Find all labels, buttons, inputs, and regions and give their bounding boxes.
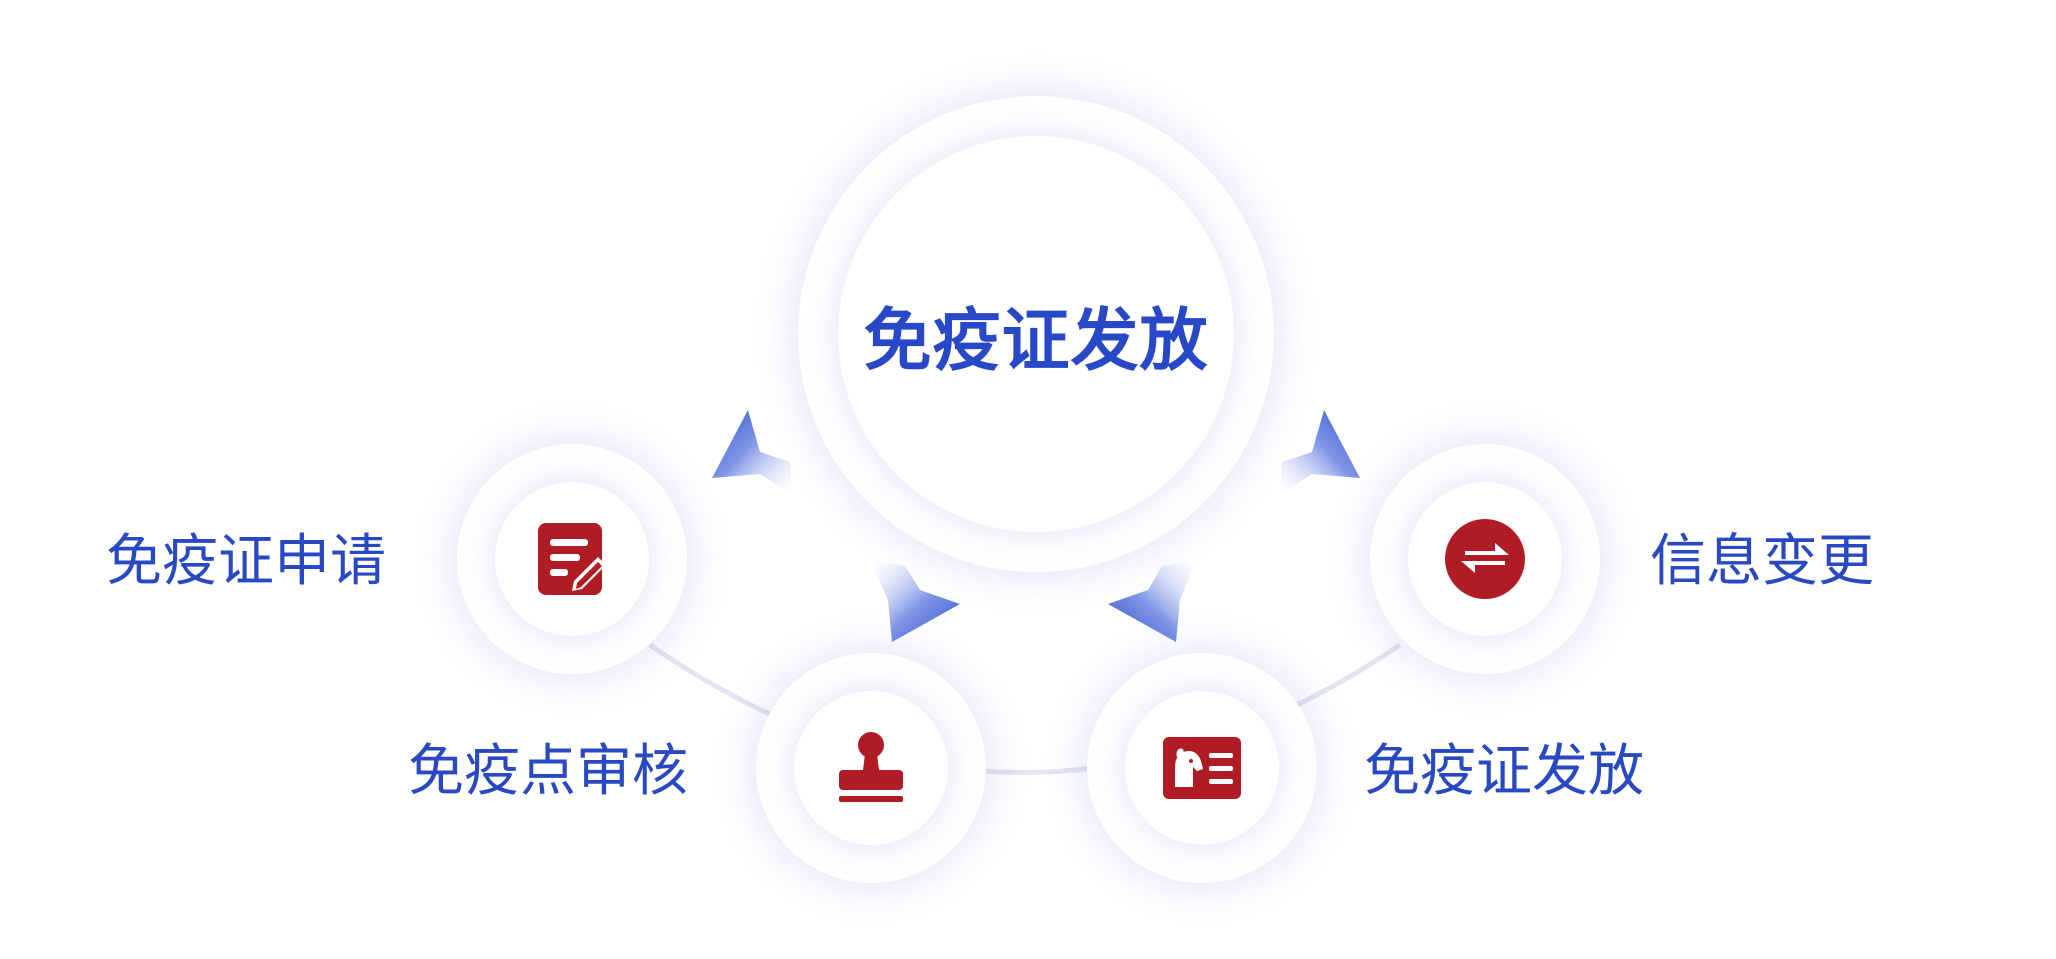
- arrow-change-to-center: [1280, 410, 1360, 494]
- step-label-application: 免疫证申请: [106, 529, 386, 594]
- center-node: 免疫证发放: [798, 96, 1274, 572]
- edit-document-icon: [532, 519, 612, 599]
- center-title: 免疫证发放: [863, 301, 1209, 381]
- arrow-center-to-issuance: [1108, 560, 1196, 642]
- step-label-issuance: 免疫证发放: [1364, 739, 1644, 804]
- step-node-application: [457, 444, 687, 674]
- step-node-review: [756, 653, 986, 883]
- pet-id-card-icon: [1161, 733, 1243, 803]
- step-label-change: 信息变更: [1650, 529, 1874, 594]
- exchange-arrows-icon: [1443, 517, 1527, 601]
- stamp-icon: [831, 728, 911, 808]
- step-label-review: 免疫点审核: [408, 739, 688, 804]
- step-node-change: [1370, 444, 1600, 674]
- arrow-application-to-center: [712, 410, 792, 494]
- step-node-issuance: [1087, 653, 1317, 883]
- arrow-center-to-review: [870, 560, 960, 642]
